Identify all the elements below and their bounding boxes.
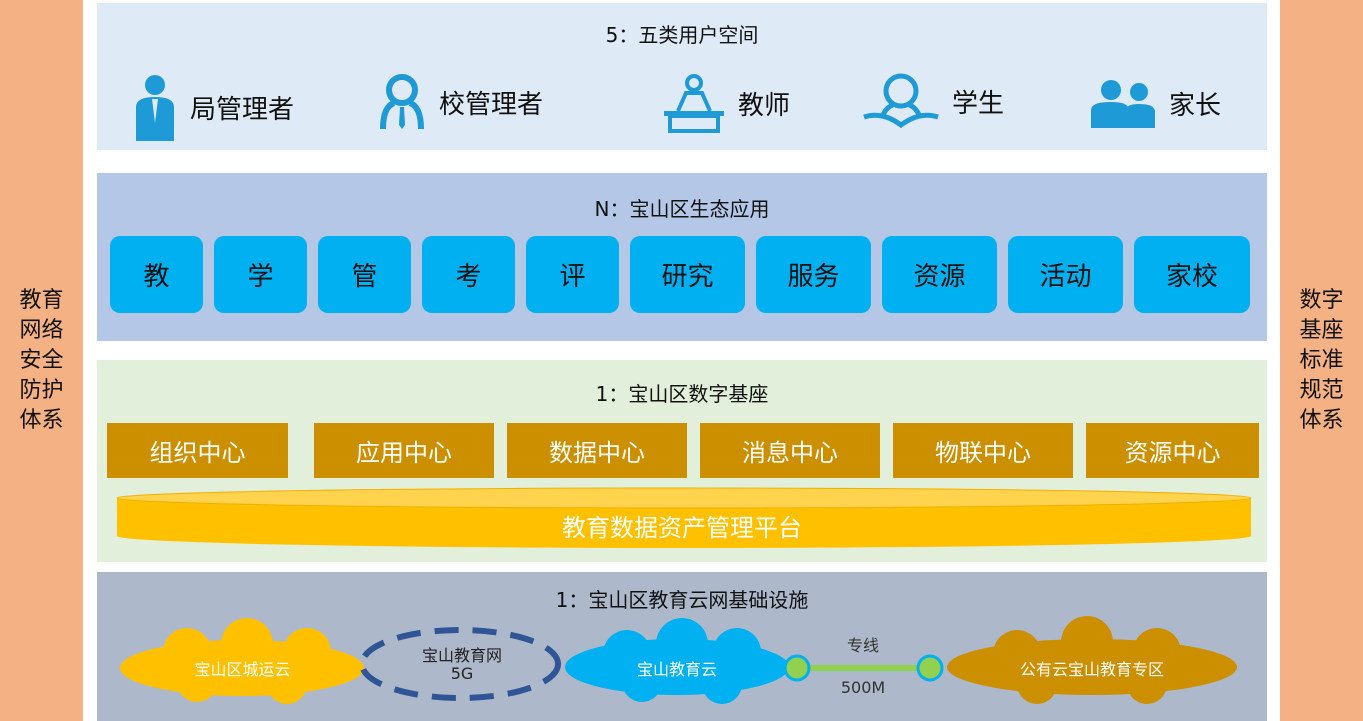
- user-label: 教师: [738, 90, 791, 121]
- link-speed: 500M: [840, 678, 886, 697]
- teacher-icon: [664, 74, 724, 133]
- network-ellipse: [359, 627, 561, 701]
- app-tile: 学: [214, 236, 307, 313]
- user-label: 校管理者: [439, 89, 544, 120]
- school-admin-icon: [380, 74, 424, 130]
- parent-icon: [1091, 80, 1155, 128]
- user-label: 局管理者: [190, 94, 295, 125]
- user-bureau-admin: 局管理者: [132, 73, 294, 141]
- user-label: 家长: [1169, 90, 1222, 121]
- city-cloud-shape: [120, 618, 364, 704]
- city-cloud-label: 宝山区城运云: [194, 660, 291, 679]
- edu-cloud-label: 宝山教育云: [636, 660, 717, 679]
- app-tile: 管: [318, 236, 411, 313]
- left-bar-label: 教育网络安全防护体系: [19, 287, 64, 433]
- app-tile: 考: [422, 236, 515, 313]
- public-cloud-shape: [947, 616, 1237, 704]
- user-student: 学生: [862, 73, 1004, 129]
- edu-cloud-shape: [565, 618, 789, 704]
- right-bar-label: 数字基座标准规范体系: [1299, 287, 1344, 433]
- left-bar: 教育网络安全防护体系: [0, 0, 83, 721]
- public-cloud-label: 公有云宝山教育专区: [1019, 660, 1164, 679]
- app-tile: 服务: [756, 236, 871, 313]
- app-tile: 研究: [630, 236, 745, 313]
- user-space-title: 5：五类用户空间: [605, 23, 759, 47]
- center-block: 数据中心: [507, 423, 687, 478]
- platform-cylinder: [116, 487, 1252, 548]
- app-tile: 家校: [1134, 236, 1250, 313]
- app-tile: 评: [526, 236, 619, 313]
- platform-label: 教育数据资产管理平台: [562, 514, 802, 542]
- link-node: [783, 654, 811, 682]
- user-space-panel: 5：五类用户空间 局管理者 校管理者 教师 学生 家长: [97, 3, 1267, 150]
- ecosystem-apps-panel: N：宝山区生态应用 教 学 管 考 评 研究 服务 资源 活动 家校: [97, 173, 1267, 341]
- app-tile: 教: [110, 236, 203, 313]
- user-teacher: 教师: [662, 73, 790, 133]
- user-parent: 家长: [1089, 78, 1221, 128]
- network-5g-label: 5G: [450, 664, 474, 683]
- center-block: 消息中心: [700, 423, 880, 478]
- center-block: 应用中心: [314, 423, 494, 478]
- app-tile: 资源: [882, 236, 997, 313]
- ecosystem-apps-title: N：宝山区生态应用: [594, 197, 770, 221]
- bureau-admin-icon: [136, 75, 174, 141]
- infrastructure-panel: 1：宝山区教育云网基础设施 宝山区城运云 宝山教育网 5G 宝山教育云 专线 5…: [97, 572, 1267, 721]
- network-label: 宝山教育网: [421, 646, 502, 665]
- user-school-admin: 校管理者: [377, 73, 543, 131]
- right-bar: 数字基座标准规范体系: [1280, 0, 1363, 721]
- center-block: 组织中心: [107, 423, 288, 478]
- network-diagram: [120, 616, 1237, 704]
- infrastructure-title: 1：宝山区教育云网基础设施: [555, 588, 809, 612]
- digital-base-panel: 1：宝山区数字基座 组织中心 应用中心 数据中心 消息中心 物联中心 资源中心 …: [97, 360, 1267, 562]
- app-tile: 活动: [1008, 236, 1123, 313]
- center-block: 资源中心: [1086, 423, 1259, 478]
- user-label: 学生: [952, 88, 1005, 119]
- link-node: [916, 654, 944, 682]
- link-label: 专线: [846, 636, 879, 655]
- digital-base-title: 1：宝山区数字基座: [595, 382, 769, 406]
- center-block: 物联中心: [893, 423, 1073, 478]
- student-icon: [863, 73, 939, 129]
